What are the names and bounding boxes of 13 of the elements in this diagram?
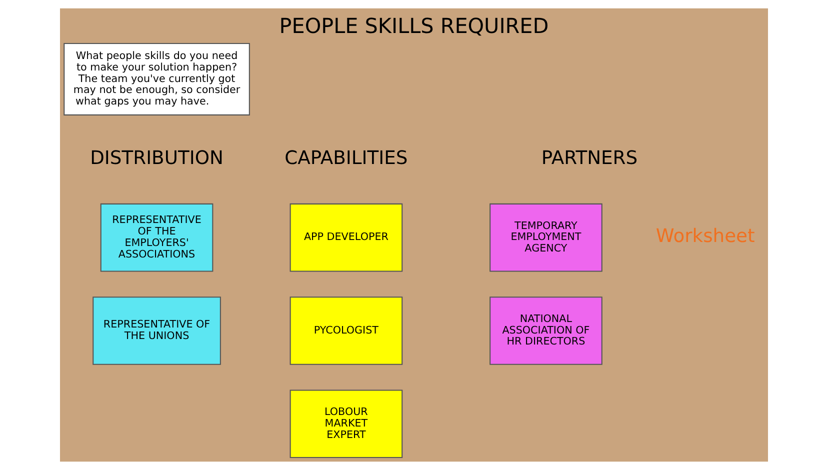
label: PARTNERS bbox=[541, 148, 638, 169]
label: Worksheet bbox=[656, 226, 755, 248]
node-box: PYCOLOGIST bbox=[290, 296, 403, 365]
node-box: APP DEVELOPER bbox=[290, 203, 403, 272]
label: DISTRIBUTION bbox=[90, 148, 224, 169]
node-box: REPRESENTATIVE OF THE UNIONS bbox=[92, 296, 221, 365]
diagram-title: PEOPLE SKILLS REQUIRED bbox=[279, 14, 549, 38]
node-box: LOBOUR MARKET EXPERT bbox=[290, 390, 403, 458]
node-box: TEMPORARY EMPLOYMENT AGENCY bbox=[490, 203, 602, 272]
label: CAPABILITIES bbox=[284, 148, 408, 169]
node-box: What people skills do you need to make your solution happen? The team you've currently got may not be enough, so consider what gaps you may have. bbox=[64, 43, 250, 116]
node-box: NATIONAL ASSOCIATION OF HR DIRECTORS bbox=[490, 296, 602, 365]
node-box: REPRESENTATIVE OF THE EMPLOYERS' ASSOCIATIONS bbox=[100, 203, 214, 272]
